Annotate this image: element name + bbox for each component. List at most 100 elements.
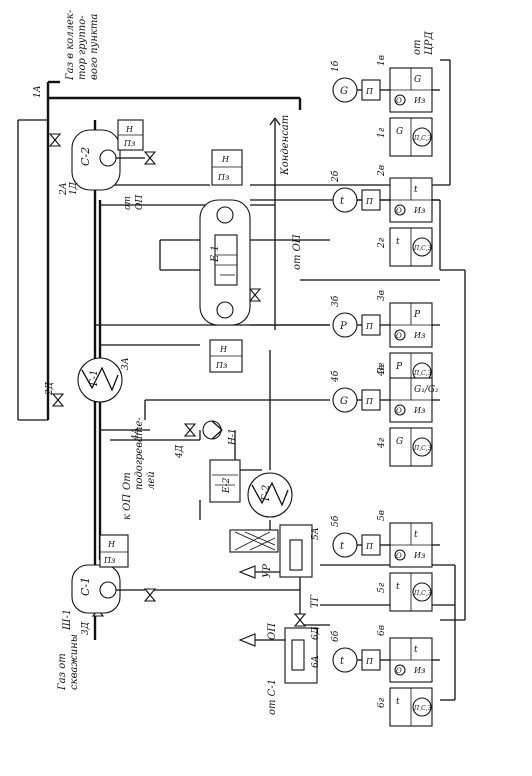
indicator-iz-5: Из <box>413 551 425 560</box>
c1-pz-label: Пз <box>103 556 115 565</box>
e2-label: Е-2 <box>222 477 232 494</box>
from-s1-label: от С-1 <box>267 679 278 715</box>
from-heater-1: От <box>122 472 133 490</box>
tag-4d: 4Д <box>175 444 185 459</box>
gas-to-collector-3: вого пункта <box>89 14 100 80</box>
indicator-iz-2: Из <box>413 206 425 215</box>
gas-from-wells-2: скважины <box>69 634 80 690</box>
tag-3g: 3г <box>377 362 387 373</box>
to-op-label: к ОП <box>122 494 133 520</box>
regulator-psz-4: П,С,З <box>413 445 432 452</box>
indicator-o-5: О <box>396 552 402 560</box>
indicator-iz-1: Из <box>413 96 425 105</box>
tag-4g: 4г <box>377 437 387 449</box>
tag-2a: 2А <box>59 182 69 196</box>
pump-n1: Н-1 <box>202 420 238 446</box>
heat-exchanger-g1: Г-1 <box>77 357 123 403</box>
indicator-sym-4: G₁/G₂ <box>414 385 439 395</box>
gas-from-wells-1: Газ от <box>57 653 68 691</box>
tag-5v: 5в <box>377 510 387 521</box>
regulator-psz-1: П,С,З <box>413 135 432 142</box>
heat-exchanger-g2: Г-2 <box>247 472 293 518</box>
indicator-iz-6: Из <box>413 666 425 675</box>
regulator-sym-2: t <box>396 237 400 247</box>
tag-5b: 5б <box>330 515 341 527</box>
furnace-lower <box>238 627 318 684</box>
regulator-psz-3: П,С,З <box>413 370 432 377</box>
sensor-symbol-2: t <box>340 196 345 207</box>
tag-2b: 2б <box>330 170 341 183</box>
sensor-5 <box>332 532 358 558</box>
tag-6a: 6А <box>311 655 321 668</box>
tag-6v: 6в <box>377 625 387 636</box>
indicator-sym-2: t <box>414 185 418 195</box>
tag-2g: 2г <box>377 237 387 249</box>
tag-4a: 4А <box>131 427 141 441</box>
from-heater-3: лей <box>146 471 157 490</box>
from-op-2b: ОП <box>135 195 145 210</box>
tag-3v: 3в <box>377 290 387 301</box>
indicator-iz-4: Из <box>413 406 425 415</box>
from-op-2a: от <box>123 196 133 210</box>
tag-3b: 3б <box>330 295 341 307</box>
op-bottom-label: ОП <box>267 623 278 640</box>
sensor-symbol-5: t <box>340 541 345 552</box>
from-op-label: от ОП <box>292 234 303 270</box>
regulator-sym-6: t <box>396 697 400 707</box>
indicator-o-3: О <box>396 332 402 340</box>
regulator-sym-5: t <box>396 582 400 592</box>
regulator-sym-3: P <box>395 362 403 372</box>
e1-top-pz: Пз <box>217 173 229 182</box>
e1-label: Е-1 <box>210 245 221 263</box>
g1-label: Г-1 <box>89 370 100 387</box>
text-labels: Газ в коллек- тор группо- вого пункта от… <box>33 9 435 715</box>
transmitter-label-6: П <box>365 657 374 666</box>
indicator-iz-3: Из <box>413 331 425 340</box>
from-crd-2: ЦРД <box>424 31 435 55</box>
separator-c1: С-1 Н Пз <box>71 534 145 614</box>
indicator-o-2: О <box>396 207 402 215</box>
regulator-psz-6: П,С,З <box>413 705 432 712</box>
sensor-symbol-3: P <box>339 321 347 332</box>
regulator-sym-1: G <box>396 127 403 137</box>
tag-6d: 6Д <box>311 626 321 640</box>
transmitter-label-2: П <box>365 197 374 206</box>
transmitter-label-1: П <box>365 87 374 96</box>
sh1-label: Ш-1 <box>62 609 73 631</box>
indicator-sym-3: P <box>413 310 421 320</box>
tag-1d: 1Д <box>69 181 79 195</box>
transmitter-label-4: П <box>365 397 374 406</box>
sensor-symbol-1: G <box>340 86 348 97</box>
transmitter-label-5: П <box>365 542 374 551</box>
n1-label: Н-1 <box>228 428 238 446</box>
tag-1a: 1А <box>33 85 43 98</box>
tag-1v: 1в <box>377 55 387 66</box>
e1-bot-pz: Пз <box>215 361 227 370</box>
tag-6b: 6б <box>330 630 341 642</box>
tag-1g: 1г <box>377 127 387 138</box>
indicator-sym-5: t <box>414 530 418 540</box>
indicator-o-6: О <box>396 667 402 675</box>
regulator-psz-5: П,С,З <box>413 590 432 597</box>
tag-1b: 1б <box>330 60 341 72</box>
gas-to-collector-1: Газ в коллек- <box>65 9 76 81</box>
tag-2d: 2Д <box>45 381 55 396</box>
tag-4v: 4в <box>377 365 387 377</box>
sensor-symbol-4: G <box>340 396 348 407</box>
c1-h-label: Н <box>107 540 116 549</box>
sensor-2 <box>332 187 358 213</box>
g2-label: Г-2 <box>261 485 272 502</box>
tag-3a: 3А <box>121 357 131 370</box>
c1-label: С-1 <box>79 577 92 596</box>
indicator-o-4: О <box>396 407 402 415</box>
e1-top-n: Н <box>221 155 230 164</box>
ur-label: УР <box>262 564 273 578</box>
regulator-psz-2: П,С,З <box>413 245 432 252</box>
separator-c2: С-2 Н Пз <box>71 119 145 191</box>
